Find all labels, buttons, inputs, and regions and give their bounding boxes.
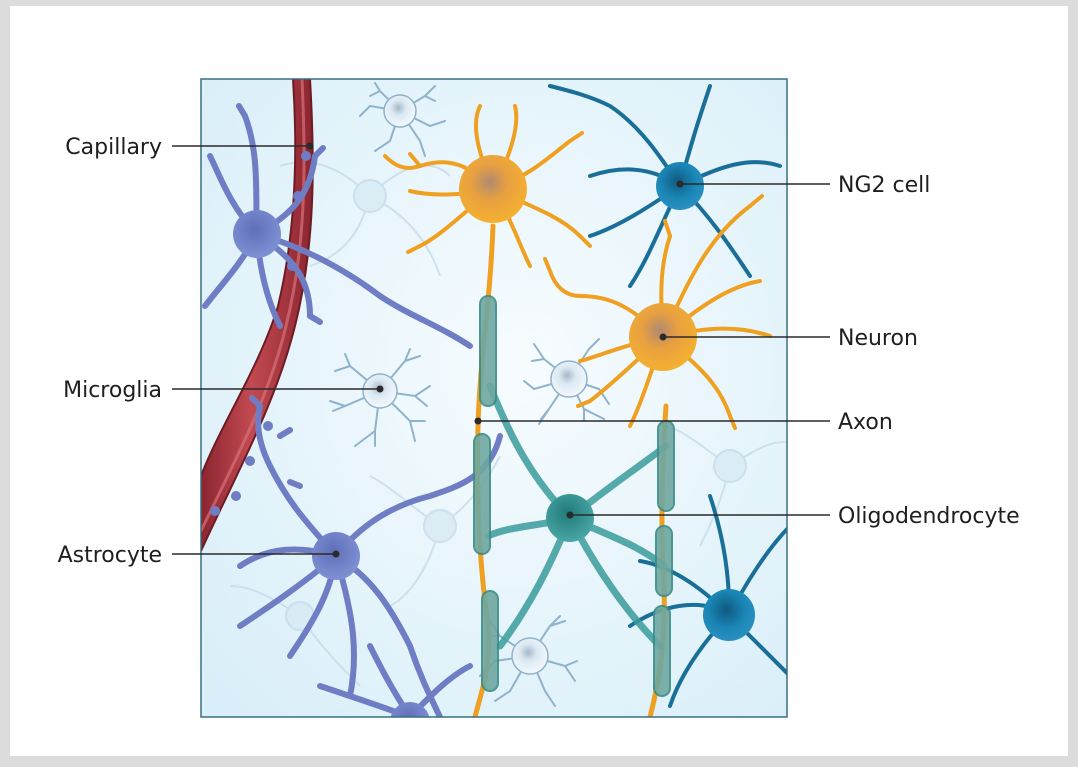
neuron-soma-upper	[459, 155, 527, 223]
microglia-soma-right	[551, 361, 587, 397]
label-axon: Axon	[838, 410, 893, 435]
astrocyte-soma-upper	[233, 210, 281, 258]
ng2-cell-soma-lower	[703, 589, 755, 641]
microglia-soma-top	[384, 95, 416, 127]
microglia-soma-bottom	[512, 638, 548, 674]
label-astrocyte: Astrocyte	[58, 543, 162, 568]
label-microglia: Microglia	[63, 378, 162, 403]
glial-cells-diagram: Capillary Microglia Astrocyte NG2 cell N…	[10, 6, 1078, 767]
astrocyte-soma-bottom	[390, 702, 430, 742]
label-neuron: Neuron	[838, 326, 918, 351]
label-ng2-cell: NG2 cell	[838, 173, 930, 198]
label-oligodendrocyte: Oligodendrocyte	[838, 504, 1020, 529]
label-capillary: Capillary	[65, 135, 162, 160]
figure-card: Capillary Microglia Astrocyte NG2 cell N…	[10, 6, 1068, 756]
